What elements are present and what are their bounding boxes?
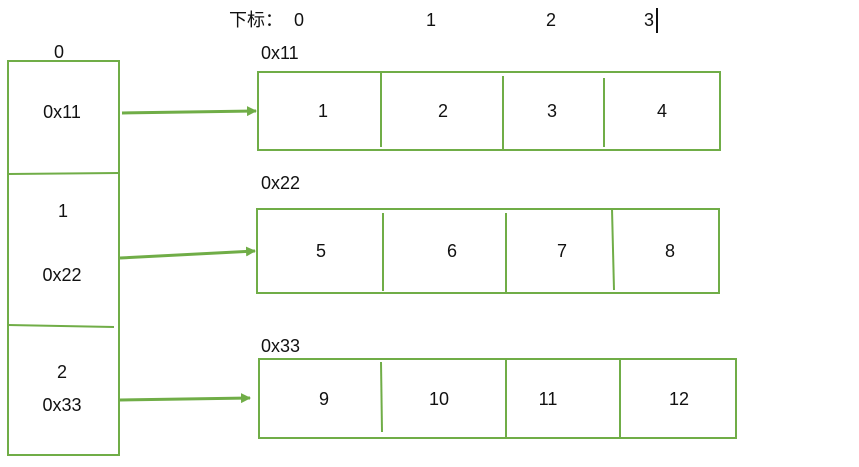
cell-value: 2	[437, 101, 449, 121]
pointer-array-divider	[7, 172, 120, 175]
cell-value: 5	[315, 241, 327, 261]
cell-value: 8	[664, 241, 676, 261]
cell-value: 1	[317, 101, 329, 121]
cell-value: 6	[446, 241, 458, 261]
cell-value: 10	[428, 389, 450, 409]
index-label-3: 3	[643, 10, 655, 30]
index-label-2: 2	[545, 10, 557, 30]
pointer-array-box	[7, 60, 120, 456]
pointer-cell-index: 1	[57, 201, 69, 221]
pointer-cell-index: 2	[56, 362, 68, 382]
cell-value: 12	[668, 389, 690, 409]
row-box-0x22	[256, 208, 720, 294]
index-label-0: 0	[293, 10, 305, 30]
row-cell-divider	[611, 208, 615, 291]
pointer-array-index-header: 0	[53, 42, 65, 62]
cell-value: 3	[546, 101, 558, 121]
row-address-label: 0x33	[261, 336, 301, 356]
pointer-cell-address: 0x33	[42, 395, 82, 415]
row-cell-divider	[380, 361, 383, 433]
arrow-to-row-0x33	[119, 393, 251, 404]
arrow-to-row-0x22	[119, 246, 256, 260]
cell-value: 9	[318, 389, 330, 409]
pointer-array-divider	[7, 324, 115, 328]
cell-value: 4	[656, 101, 668, 121]
arrow-to-row-0x11	[121, 106, 257, 117]
index-label-1: 1	[425, 10, 437, 30]
row-address-label: 0x22	[261, 173, 301, 193]
pointer-cell-address: 0x11	[43, 102, 81, 122]
row-box-0x11	[257, 71, 721, 151]
cell-value: 7	[556, 241, 568, 261]
row-address-label: 0x11	[261, 43, 299, 63]
row-box-0x33	[258, 358, 737, 439]
text-cursor	[656, 8, 658, 33]
index-row-label: 下标：	[229, 10, 283, 30]
cell-value: 11	[538, 389, 558, 409]
pointer-cell-address: 0x22	[42, 265, 82, 285]
